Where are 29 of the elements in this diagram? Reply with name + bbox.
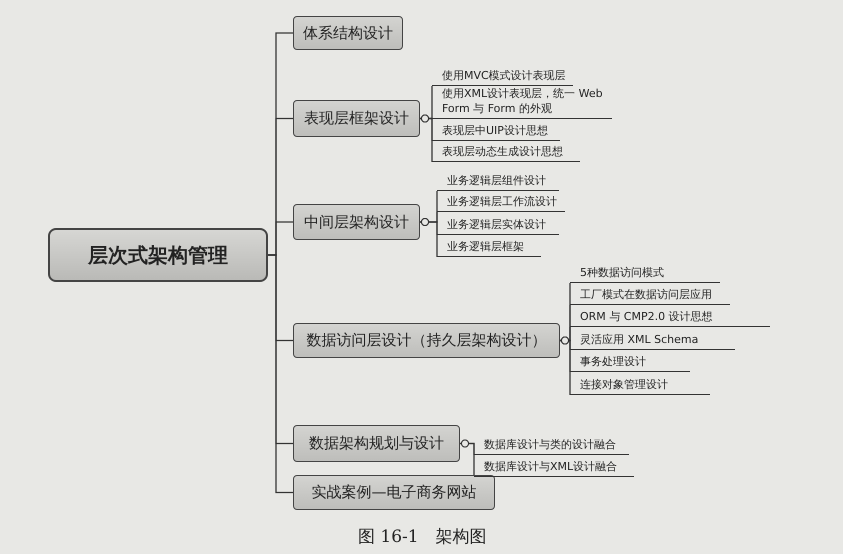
subtopic-item: 业务逻辑层组件设计 bbox=[437, 171, 559, 191]
subtopic-item: 数据库设计与XML设计融合 bbox=[474, 457, 634, 477]
subtopic-item: 工厂模式在数据访问层应用 bbox=[570, 285, 730, 305]
subtopic-item: 业务逻辑层框架 bbox=[437, 237, 541, 257]
subtopic-item: 业务逻辑层工作流设计 bbox=[437, 192, 565, 212]
subtopic-item: 数据库设计与类的设计融合 bbox=[474, 435, 629, 455]
connector-line bbox=[460, 440, 475, 477]
subtopic-item: 使用MVC模式设计表现层 bbox=[432, 64, 573, 86]
topic-box: 表现层框架设计 bbox=[293, 100, 420, 137]
figure-caption: 图 16-1 架构图 bbox=[358, 526, 487, 548]
subtopic-item: 事务处理设计 bbox=[570, 352, 690, 372]
topic-box: 体系结构设计 bbox=[293, 16, 403, 50]
subtopic-item: 连接对象管理设计 bbox=[570, 375, 710, 395]
connector-line bbox=[420, 218, 438, 257]
topic-box: 数据访问层设计（持久层架构设计） bbox=[293, 323, 560, 358]
subtopic-item: 业务逻辑层实体设计 bbox=[437, 214, 559, 235]
subtopic-item: 使用XML设计表现层，统一 Web Form 与 Form 的外观 bbox=[432, 88, 612, 119]
subtopic-item: 灵活应用 XML Schema bbox=[570, 330, 735, 350]
subtopic-item: 5种数据访问模式 bbox=[570, 263, 720, 283]
subtopic-item: ORM 与 CMP2.0 设计思想 bbox=[570, 307, 770, 327]
topic-box: 实战案例—电子商务网站 bbox=[293, 475, 495, 510]
topic-box: 数据架构规划与设计 bbox=[293, 425, 460, 462]
topic-box: 中间层架构设计 bbox=[293, 204, 420, 240]
subtopic-item: 表现层动态生成设计思想 bbox=[432, 143, 580, 162]
connector-line bbox=[420, 114, 433, 162]
central-topic-box: 层次式架构管理 bbox=[48, 228, 268, 282]
connector-line bbox=[560, 336, 571, 395]
subtopic-item: 表现层中UIP设计思想 bbox=[432, 121, 560, 141]
connector-line bbox=[268, 254, 293, 494]
